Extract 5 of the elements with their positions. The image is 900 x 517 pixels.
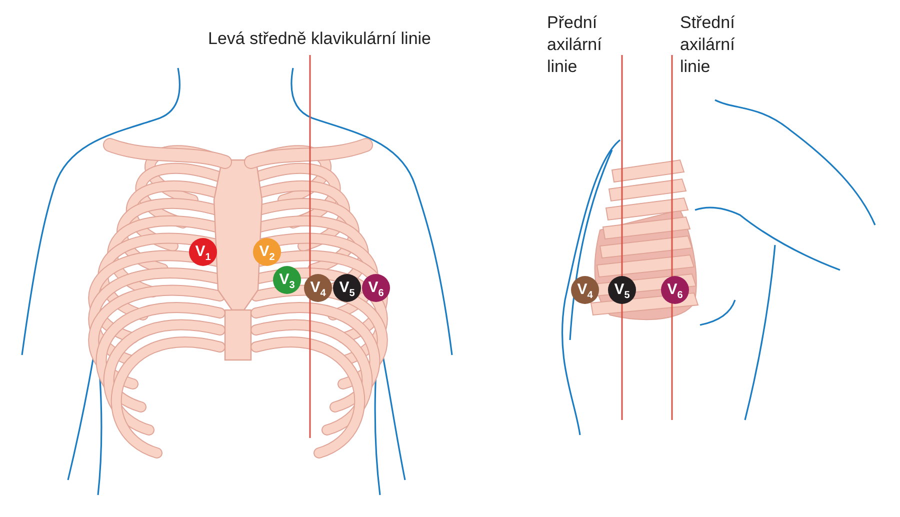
electrode-marker: V$_{4}$ xyxy=(571,276,599,304)
line-label: Přední axilární linie xyxy=(547,12,603,78)
line-label: Levá středně klavikulární linie xyxy=(208,28,432,50)
line-label: Střední axilární linie xyxy=(680,12,736,78)
electrode-marker: V$_{6}$ xyxy=(362,274,390,302)
